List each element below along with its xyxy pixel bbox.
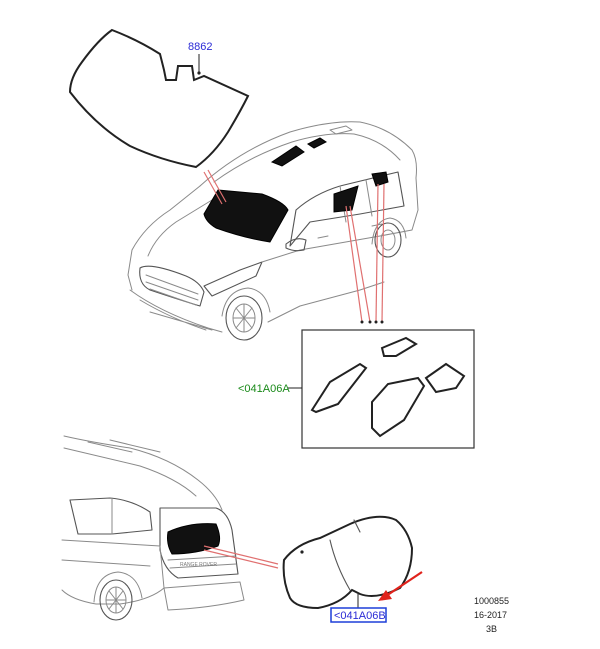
backlight-callout-highlight: [330, 607, 387, 623]
side-glass-piece-3: [371, 376, 426, 438]
car-front-sill: [267, 281, 385, 323]
car-front-side: [261, 177, 419, 263]
car-front-mirror: [285, 238, 307, 252]
side-glass-callout[interactable]: <041A06A: [238, 383, 290, 395]
car-rear-wheel: [99, 579, 133, 621]
backlight-part: [282, 515, 414, 610]
car-front-roof-detail: [329, 125, 353, 135]
attention-arrow: [378, 571, 423, 601]
car-front-roof: [199, 121, 417, 187]
car-rear-side-window: [69, 497, 153, 535]
car-front-view: [127, 121, 419, 341]
side-glass-piece-2: [380, 336, 418, 357]
windscreen-to-car-leader: [203, 171, 223, 205]
reference-line-2: 16-2017: [474, 610, 507, 620]
car-front-headlight: [203, 261, 263, 297]
car-front-window-frame: [289, 171, 405, 247]
car-front-wheel-front: [225, 295, 263, 341]
arrow-shaft: [385, 571, 423, 597]
car-front-hood: [127, 185, 201, 291]
car-front-quarter-glass-b: [371, 171, 389, 187]
backlight-leader: [203, 545, 279, 565]
car-front-quarter-glass-a: [333, 185, 359, 213]
car-front-sunroof-rear: [307, 137, 327, 149]
side-glass-piece-1: [310, 362, 368, 414]
car-rear-tailgate: [159, 507, 239, 579]
side-glass-leader-dots: [360, 320, 384, 324]
car-front-windscreen-glass: [203, 189, 289, 243]
backlight-callout[interactable]: <041A06B: [334, 610, 386, 622]
side-glass-leaders: [345, 183, 385, 323]
car-front-roof-inner: [213, 133, 401, 183]
car-front-wheel-arch-front: [221, 287, 271, 317]
car-rear-backlight-glass: [167, 523, 221, 555]
side-glass-piece-4: [424, 362, 466, 394]
car-front-grille-bars: [145, 274, 199, 306]
backlight-center-seam: [329, 539, 351, 591]
car-rear-tail-lamp: [167, 555, 237, 569]
car-rear-view: RANGE ROVER: [61, 435, 245, 621]
windscreen-callout[interactable]: 8862: [188, 41, 212, 53]
side-glass-frame: [301, 329, 475, 449]
windscreen-part: [68, 28, 250, 169]
reference-line-3: 3B: [486, 624, 497, 634]
arrow-head: [378, 590, 392, 601]
windscreen-outline: [68, 28, 250, 169]
car-rear-bumper: [163, 581, 245, 611]
car-front-wheel-rear: [374, 222, 402, 258]
reference-line-1: 1000855: [474, 596, 509, 606]
windscreen-leader-dot: [197, 71, 201, 75]
car-rear-roof-rails: [87, 439, 161, 453]
car-front-hood-line: [147, 199, 213, 257]
car-front-sunroof-front: [270, 145, 305, 167]
side-glass-detail-box: [301, 329, 475, 449]
backlight-outline: [282, 515, 414, 610]
car-rear-body: [61, 539, 165, 605]
car-front-wheel-arch-rear: [371, 217, 407, 245]
car-front-grille: [139, 265, 205, 307]
car-rear-roof-inner: [63, 447, 197, 497]
car-rear-badge: RANGE ROVER: [180, 562, 217, 568]
car-rear-roof: [63, 435, 223, 511]
drawing-reference: 1000855 16-2017 3B: [474, 596, 509, 634]
car-front-bumper: [129, 289, 223, 333]
